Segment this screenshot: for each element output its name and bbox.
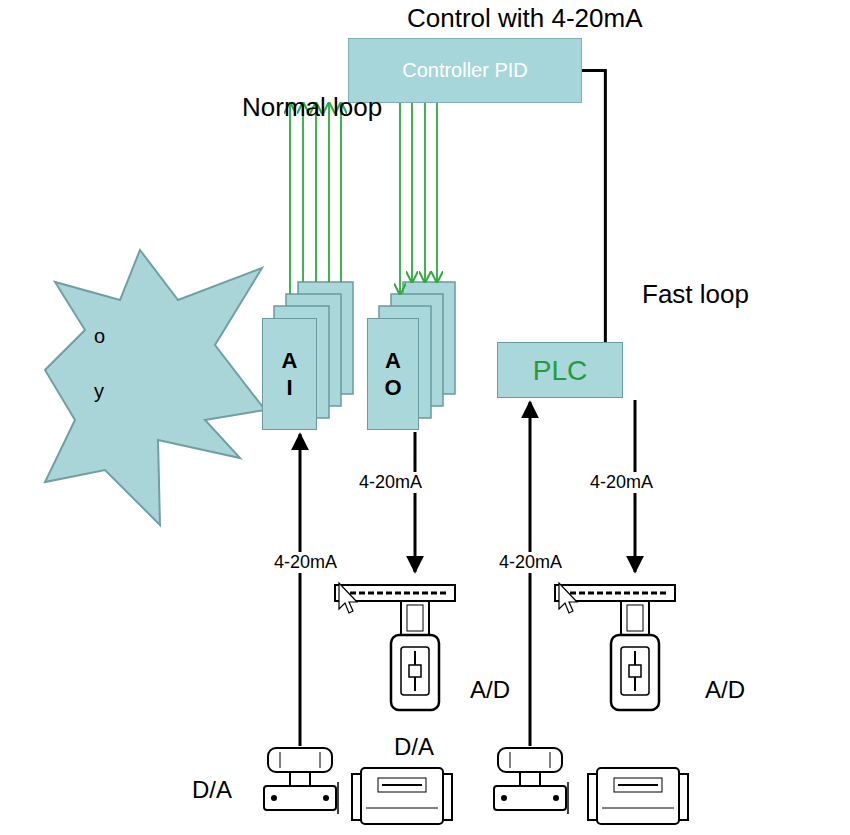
signal-arrow	[411, 103, 413, 282]
diagram-title: Control with 4-20mA	[405, 4, 645, 34]
pressure-transmitter	[264, 748, 338, 814]
signal-label: 4-20mA	[588, 472, 655, 493]
flow-meter	[588, 768, 688, 824]
conversion-label: A/D	[703, 676, 747, 704]
signal-arrow	[328, 103, 330, 282]
node-text: A I	[280, 347, 300, 402]
signal-arrow	[340, 103, 342, 282]
signal-arrow	[289, 103, 291, 294]
control-valve	[335, 583, 455, 710]
flow-meter	[352, 768, 452, 824]
control-valve	[555, 583, 675, 710]
conversion-label: A/D	[468, 676, 512, 704]
loop-label: Fast loop	[640, 280, 751, 310]
signal-label: 4-20mA	[497, 552, 564, 573]
node-text: A O	[383, 347, 403, 402]
controller-box: Controller PID	[348, 38, 582, 103]
analog-output-card: A O	[367, 318, 419, 430]
signal-arrow	[399, 103, 401, 294]
signal-label: 4-20mA	[272, 552, 339, 573]
signal-arrow	[436, 103, 438, 282]
signal-wires	[300, 400, 635, 746]
node-text: Controller PID	[402, 58, 528, 83]
conversion-label: D/A	[392, 733, 436, 761]
pressure-transmitter	[494, 748, 568, 814]
loop-label: Normal loop	[240, 93, 384, 123]
analog-input-card: A I	[262, 318, 317, 430]
conversion-label: D/A	[190, 776, 234, 804]
signal-label: 4-20mA	[357, 472, 424, 493]
signal-arrow	[424, 103, 426, 282]
callout-text: o	[92, 325, 107, 348]
callout-text: y	[92, 380, 106, 403]
starburst-callout	[45, 250, 265, 525]
signal-arrow	[302, 103, 304, 282]
node-text: PLC	[533, 353, 587, 388]
plc-box: PLC	[497, 342, 623, 398]
signal-arrow	[315, 103, 317, 282]
link-wire	[582, 71, 605, 343]
